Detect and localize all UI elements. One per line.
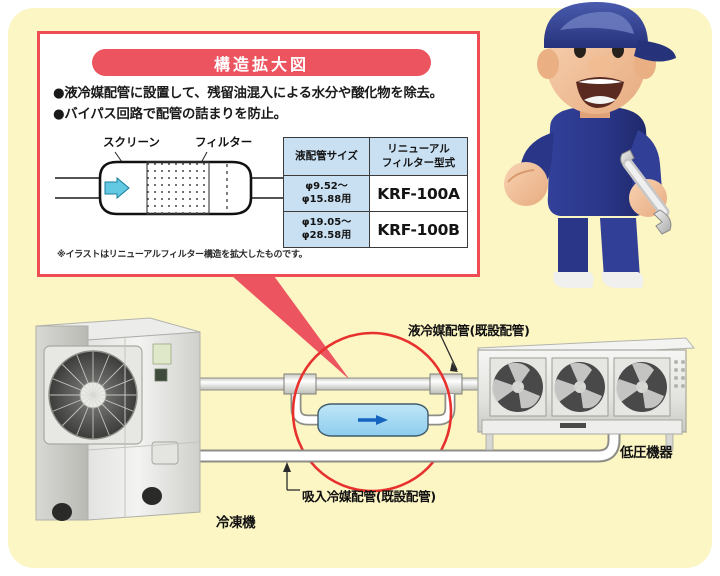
- illustration-label-screen: スクリーン: [103, 135, 160, 149]
- table-header-model-line1: リニューアル: [387, 143, 450, 156]
- label-suction-refrigerant-pipe: 吸入冷媒配管(既設配管): [302, 489, 436, 504]
- table-cell-model: KRF-100A: [369, 175, 468, 212]
- mechanic-torso: [547, 108, 650, 216]
- table-cell-pipe-size: φ9.52～ φ15.88用: [283, 175, 370, 212]
- mechanic-cap-brim: [634, 40, 676, 62]
- specification-table: 液配管サイズ リニューアル フィルター型式 φ9.52～ φ15.88用 KRF…: [283, 137, 468, 248]
- label-condensing-unit: 冷凍機: [216, 516, 256, 531]
- mechanic-fist-left: [504, 162, 548, 206]
- mechanic-character-illustration: [504, 2, 676, 288]
- table-row: φ9.52～ φ15.88用 KRF-100A: [283, 175, 468, 212]
- mechanic-shoe-left: [553, 272, 594, 288]
- callout-bullet-2: ●バイパス回路で配管の詰まりを防止。: [53, 107, 287, 122]
- label-liquid-refrigerant-pipe: 液冷媒配管(既設配管): [408, 323, 530, 338]
- mechanic-shoe-right: [601, 272, 644, 288]
- filter-diagram-svg: [55, 151, 295, 216]
- table-cell-pipe-size: φ19.05～ φ28.58用: [283, 211, 370, 248]
- label-low-pressure-unit: 低圧機器: [620, 446, 673, 461]
- structure-callout-panel: 構造拡大図 ●液冷媒配管に設置して、残留油混入による水分や酸化物を除去。 ●バイ…: [37, 31, 480, 277]
- filter-cross-section-illustration: スクリーン フィルター: [55, 134, 295, 239]
- system-diagram: [35, 317, 696, 521]
- label-leader-lines: [283, 335, 458, 491]
- illustration-label-filter: フィルター: [195, 135, 253, 149]
- table-cell-model: KRF-100B: [369, 211, 468, 248]
- condensing-unit-photo: [35, 317, 201, 521]
- mechanic-leg-left: [558, 218, 588, 278]
- unit-cooler-photo: [476, 337, 696, 451]
- table-row: φ19.05～ φ28.58用 KRF-100B: [283, 211, 468, 248]
- pipe-size-line2: φ28.58用: [301, 229, 352, 241]
- callout-pointer-triangle: [232, 276, 350, 380]
- table-header-pipe-size: 液配管サイズ: [283, 137, 370, 176]
- wrench-icon: [620, 149, 672, 235]
- table-header-model: リニューアル フィルター型式: [369, 137, 468, 176]
- suction-refrigerant-pipe: [145, 408, 621, 463]
- table-header-model-line2: フィルター型式: [381, 156, 456, 169]
- highlight-circle: [291, 331, 453, 493]
- pipe-size-line1: φ19.05～: [301, 217, 352, 228]
- pipe-size-line1: φ9.52～: [305, 181, 348, 192]
- callout-banner-title: 構造拡大図: [92, 49, 431, 76]
- table-header-row: 液配管サイズ リニューアル フィルター型式: [283, 137, 468, 176]
- mechanic-leg-right: [600, 218, 640, 278]
- bypass-renewal-filter: [317, 403, 429, 437]
- pipe-size-line2: φ15.88用: [301, 193, 352, 205]
- callout-footnote: ※イラストはリニューアルフィルター構造を拡大したものです。: [57, 250, 308, 260]
- callout-bullet-1: ●液冷媒配管に設置して、残留油混入による水分や酸化物を除去。: [53, 86, 443, 101]
